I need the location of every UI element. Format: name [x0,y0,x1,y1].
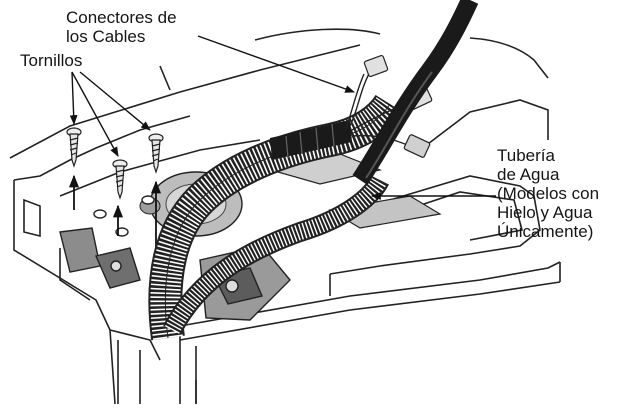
door-top-outline [9,28,549,159]
water-tube-label-line-4: Hielo y Agua [497,203,593,222]
screws-label: Tornillos [20,51,82,70]
cable-harness [148,94,405,341]
water-tube-label-line-1: Tubería [497,146,555,165]
water-tube [352,0,479,185]
water-tube-label-line-5: Únicamente) [497,222,594,241]
screws-label-text: Tornillos [20,51,83,70]
connectors-label: Conectores de los Cables [66,8,177,46]
black-wire-sleeve [270,120,352,160]
ribbed-tube [163,174,389,335]
water-tube-label: Tubería de Agua (Modelos con Hielo y Agu… [497,146,599,241]
water-tube-label-line-2: de Agua [497,165,560,184]
screw-holes [93,195,155,237]
connectors-label-line-2: los Cables [66,27,146,46]
connectors-label-line-1: Conectores de [66,8,177,27]
water-tube-label-line-3: (Modelos con [497,184,600,203]
door-frame [179,99,561,404]
leader-arrow-icon [69,35,496,200]
screw-icon [66,127,164,200]
